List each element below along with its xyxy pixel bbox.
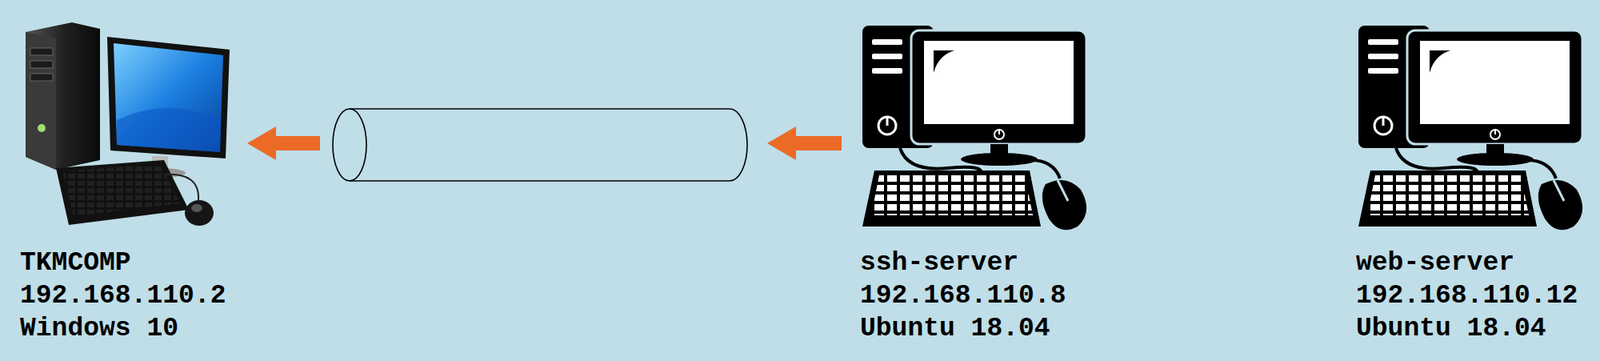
host-name: web-server [1356,246,1588,280]
os-name: Windows 10 [20,312,230,345]
ip-address: 192.168.110.8 [860,279,1092,312]
ip-address: 192.168.110.12 [1356,279,1588,312]
computer-node: ssh-server192.168.110.8Ubuntu 18.04 [860,20,1092,345]
ssh-tunnel [332,108,748,181]
computer-node: TKMCOMP192.168.110.2Windows 10 [20,20,230,345]
arrow-segment [247,126,320,160]
tunnel-arrow [247,126,842,160]
ip-address: 192.168.110.2 [20,279,230,312]
os-name: Ubuntu 18.04 [860,312,1092,345]
workstation-icon [25,22,230,226]
computer-node: web-server192.168.110.12Ubuntu 18.04 [1356,20,1588,345]
host-name: TKMCOMP [20,246,230,280]
host-name: ssh-server [860,246,1092,280]
os-name: Ubuntu 18.04 [1356,312,1588,345]
arrow-segment [767,126,842,160]
